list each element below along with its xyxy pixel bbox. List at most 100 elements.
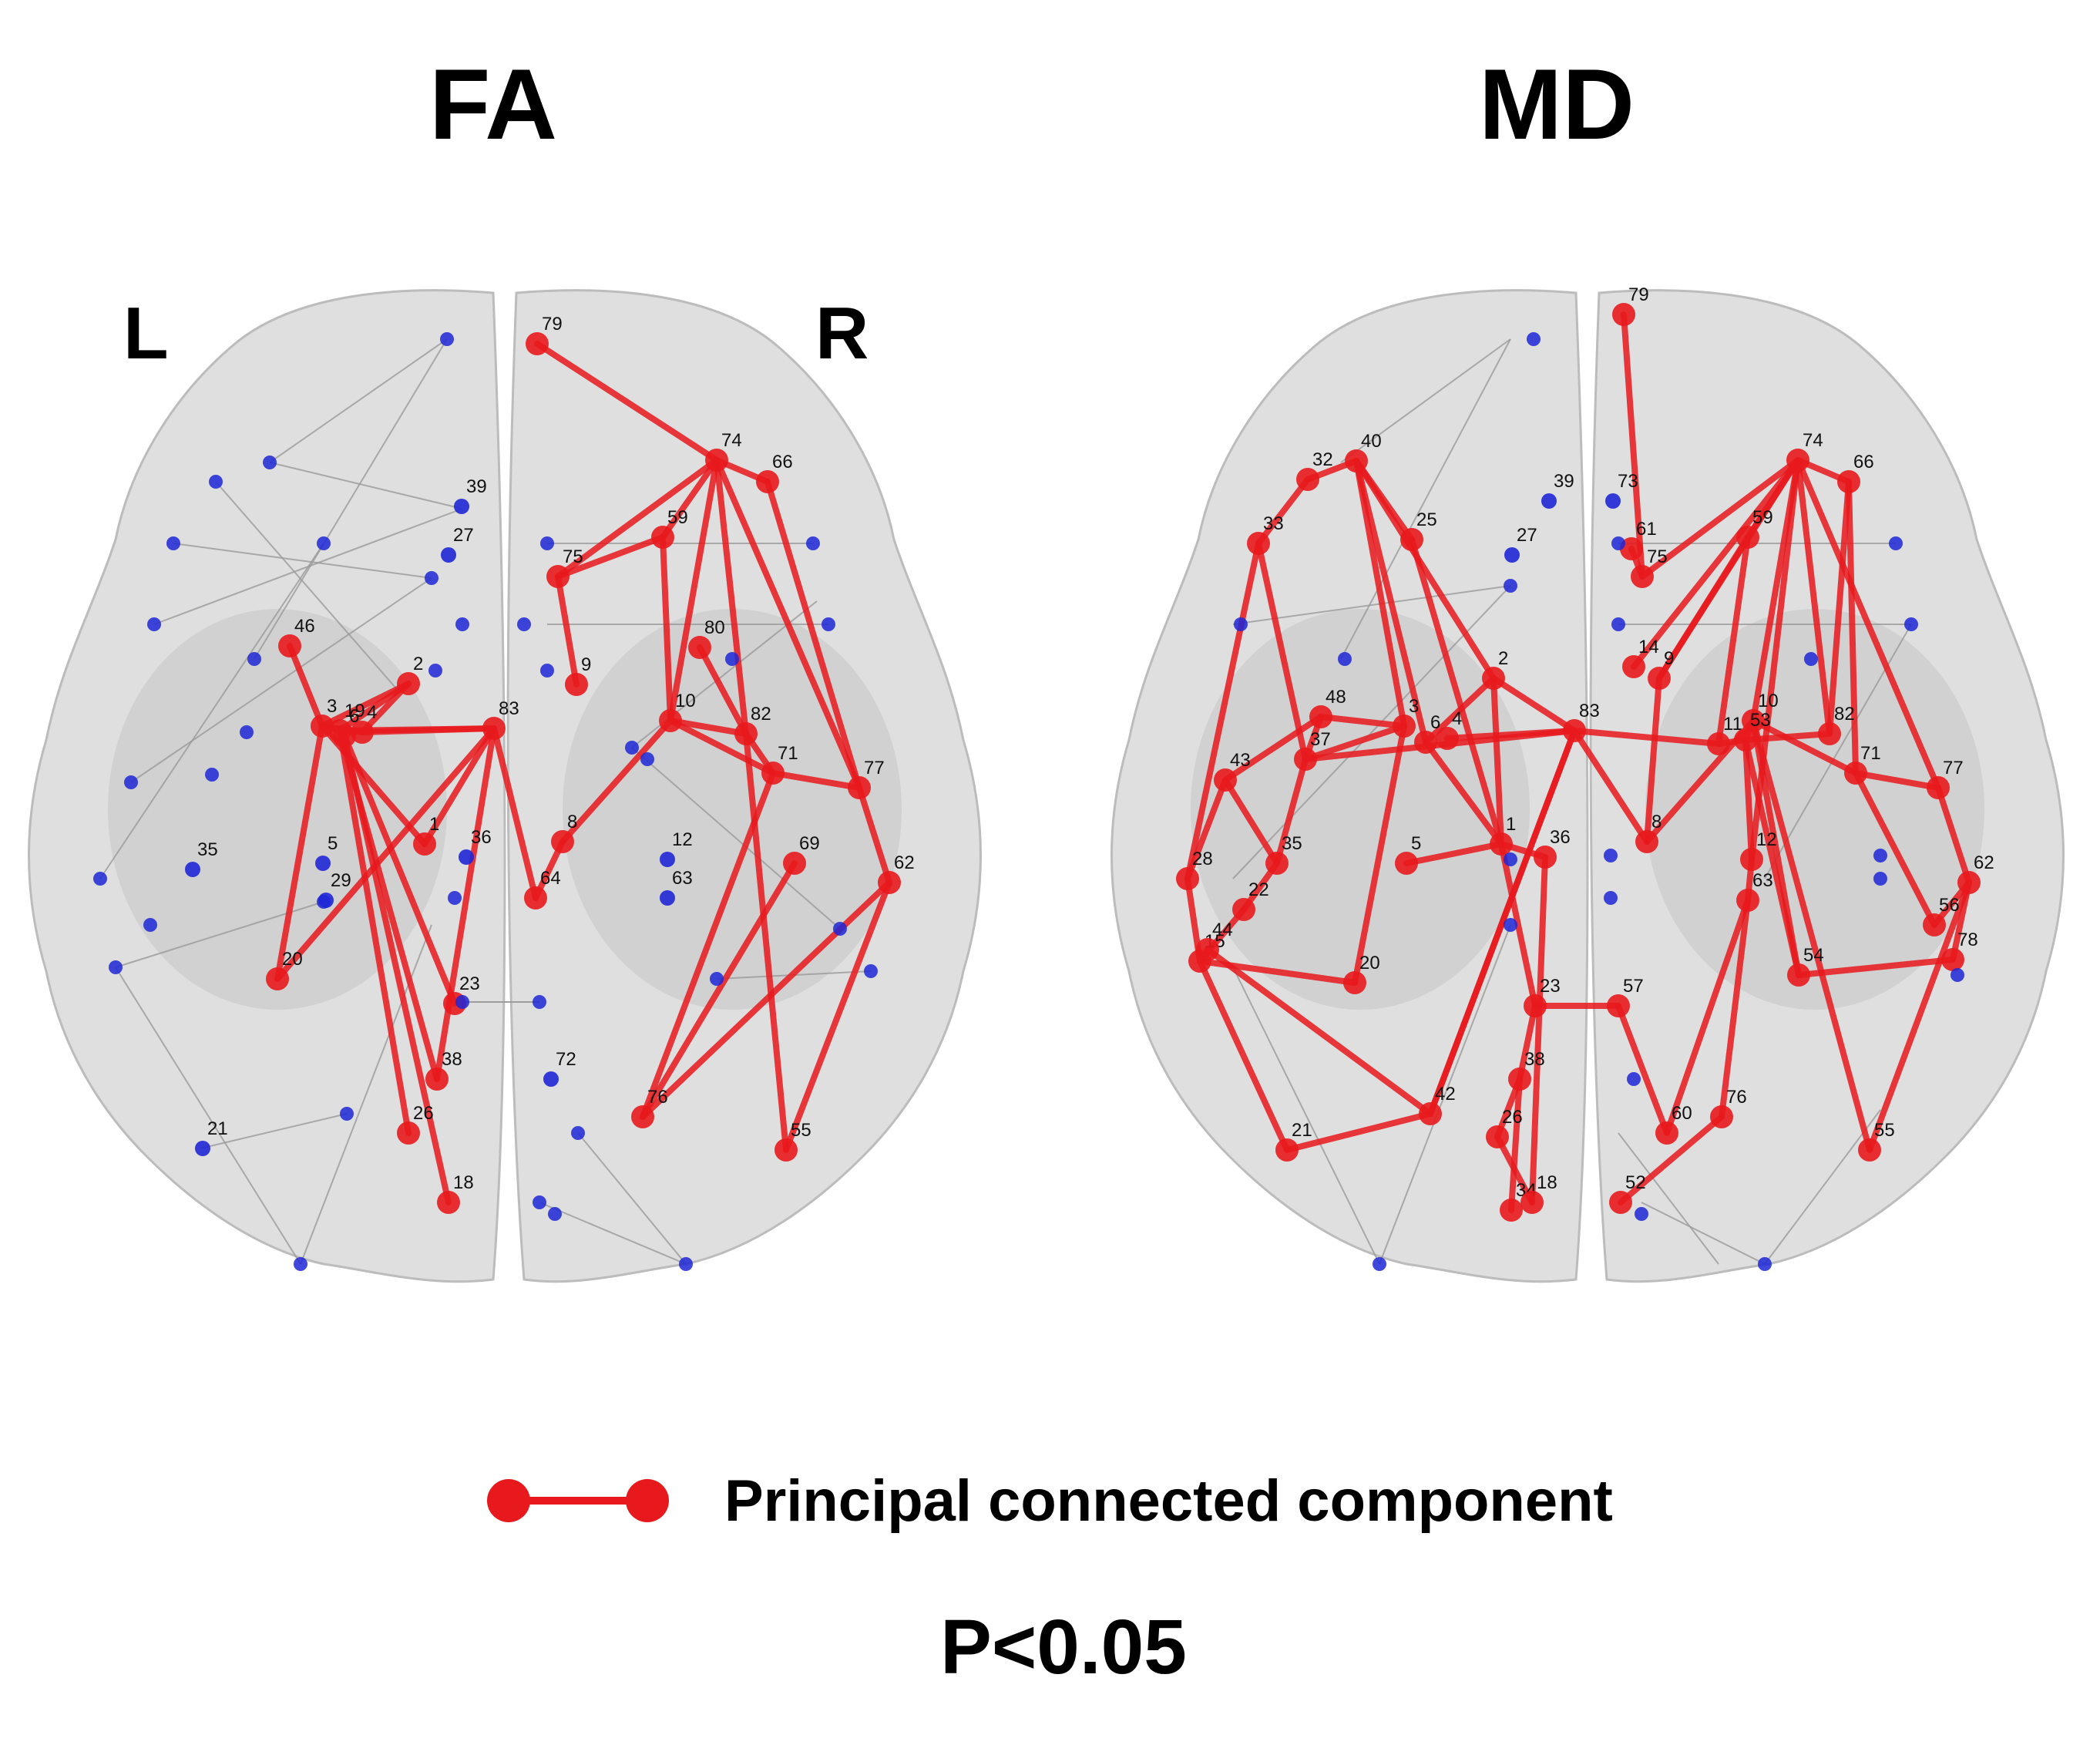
md-node-label-4: 4 <box>1452 708 1462 729</box>
fa-node-76 <box>631 1105 654 1128</box>
fa-node-label-71: 71 <box>778 743 798 764</box>
fa-edge-59-10 <box>660 534 674 724</box>
md-node-59 <box>1736 526 1759 549</box>
fa-edge-83-4 <box>359 725 497 735</box>
md-node-23 <box>1524 994 1547 1017</box>
md-edge-63-76 <box>1719 897 1751 1120</box>
fa-edge-10-82 <box>667 718 749 737</box>
fa-edge-62-76 <box>640 879 892 1120</box>
md-node-74 <box>1786 449 1809 472</box>
md-node-14 <box>1622 655 1645 678</box>
fa-edge-82-55 <box>743 731 789 1153</box>
md-node-label-74: 74 <box>1803 430 1823 451</box>
md-node-10 <box>1742 709 1765 732</box>
md-edge-77-62 <box>1935 785 1972 886</box>
fa-node-80 <box>688 636 711 659</box>
md-node-label-40: 40 <box>1361 431 1382 452</box>
md-edge-9-8 <box>1644 675 1662 845</box>
md-node-6 <box>1414 731 1437 754</box>
fa-edge-10-8 <box>559 718 674 845</box>
fa-edge-71-76 <box>640 770 776 1120</box>
md-node-37 <box>1294 748 1317 771</box>
md-node-12 <box>1740 848 1763 871</box>
fa-edge-74-10 <box>667 457 720 724</box>
fa-node-label-3: 3 <box>327 696 337 717</box>
fa-unlabeled-nodes <box>93 332 878 1271</box>
md-node-label-14: 14 <box>1638 637 1659 657</box>
md-edge-10-71 <box>1750 718 1859 776</box>
md-node-label-1: 1 <box>1506 814 1516 835</box>
md-node-label-78: 78 <box>1957 930 1978 950</box>
md-node-label-79: 79 <box>1628 284 1649 305</box>
md-pcc-edges <box>1184 311 1972 1213</box>
md-node-label-20: 20 <box>1359 953 1380 973</box>
md-edge-3-48 <box>1318 714 1407 729</box>
md-node-label-53: 53 <box>1750 710 1771 731</box>
md-node-3 <box>1393 714 1416 738</box>
md-node-8 <box>1635 830 1658 853</box>
md-node-27 <box>1504 547 1520 563</box>
fa-node-label-29: 29 <box>331 870 351 891</box>
fa-node-label-62: 62 <box>894 852 915 873</box>
fa-node-label-21: 21 <box>207 1118 228 1139</box>
p-value-label: P<0.05 <box>940 1604 1187 1690</box>
fa-edge-62-55 <box>783 879 892 1153</box>
legend-label: Principal connected component <box>724 1468 1613 1534</box>
md-edge-15-20 <box>1197 958 1358 986</box>
fa-edge-69-76 <box>640 860 798 1120</box>
fa-node-label-10: 10 <box>675 691 696 711</box>
fa-node-12 <box>660 852 675 867</box>
md-edge-33-37 <box>1255 540 1309 762</box>
md-node-label-26: 26 <box>1502 1107 1523 1128</box>
md-node-label-8: 8 <box>1651 812 1662 832</box>
md-node-label-61: 61 <box>1636 519 1657 540</box>
md-edge-3-37 <box>1302 723 1407 762</box>
md-node-label-66: 66 <box>1853 452 1874 472</box>
md-node-35 <box>1265 852 1289 875</box>
fa-node-10 <box>659 709 682 732</box>
md-edge-83-42 <box>1427 728 1578 1117</box>
md-edge-33-32 <box>1255 476 1311 546</box>
md-edge-43-48 <box>1222 714 1324 783</box>
fa-node-9 <box>565 673 588 696</box>
md-node-label-32: 32 <box>1312 449 1333 470</box>
md-node-38 <box>1508 1068 1531 1091</box>
fa-edge-83-20 <box>274 725 497 982</box>
md-node-36 <box>1534 846 1557 869</box>
md-node-71 <box>1844 762 1867 785</box>
fa-edge-80-82 <box>697 644 749 737</box>
md-node-label-44: 44 <box>1212 920 1233 940</box>
md-node-label-28: 28 <box>1192 849 1213 869</box>
fa-node-label-8: 8 <box>567 812 577 832</box>
fa-node-39 <box>454 499 469 514</box>
md-node-label-5: 5 <box>1411 833 1421 854</box>
md-edge-74-14 <box>1631 457 1801 670</box>
fa-node-20 <box>266 967 289 990</box>
md-edge-2-6 <box>1423 675 1497 745</box>
md-node-82 <box>1818 722 1841 745</box>
md-edge-36-18 <box>1529 854 1548 1205</box>
md-node-1 <box>1490 832 1513 856</box>
md-edge-83-11 <box>1571 728 1722 747</box>
md-edge-66-71 <box>1846 479 1859 776</box>
md-edge-53-12 <box>1742 737 1755 862</box>
fa-node-label-26: 26 <box>413 1103 434 1124</box>
md-node-44 <box>1196 938 1219 961</box>
md-node-label-55: 55 <box>1874 1120 1895 1141</box>
md-node-label-43: 43 <box>1230 750 1251 771</box>
md-node-20 <box>1343 971 1366 994</box>
md-edge-83-8 <box>1571 728 1650 845</box>
md-node-53 <box>1734 728 1757 751</box>
left-hemisphere-label: L <box>123 292 169 375</box>
fa-edge-6-18 <box>341 733 452 1205</box>
md-node-label-73: 73 <box>1618 471 1638 492</box>
md-node-34 <box>1500 1199 1523 1222</box>
md-node-label-25: 25 <box>1416 509 1437 530</box>
md-node-label-10: 10 <box>1758 691 1779 711</box>
fa-node-74 <box>705 449 728 472</box>
fa-node-label-4: 4 <box>367 702 377 723</box>
fa-edge-9-75 <box>555 573 580 688</box>
pcc-legend-swatch <box>487 1479 669 1522</box>
